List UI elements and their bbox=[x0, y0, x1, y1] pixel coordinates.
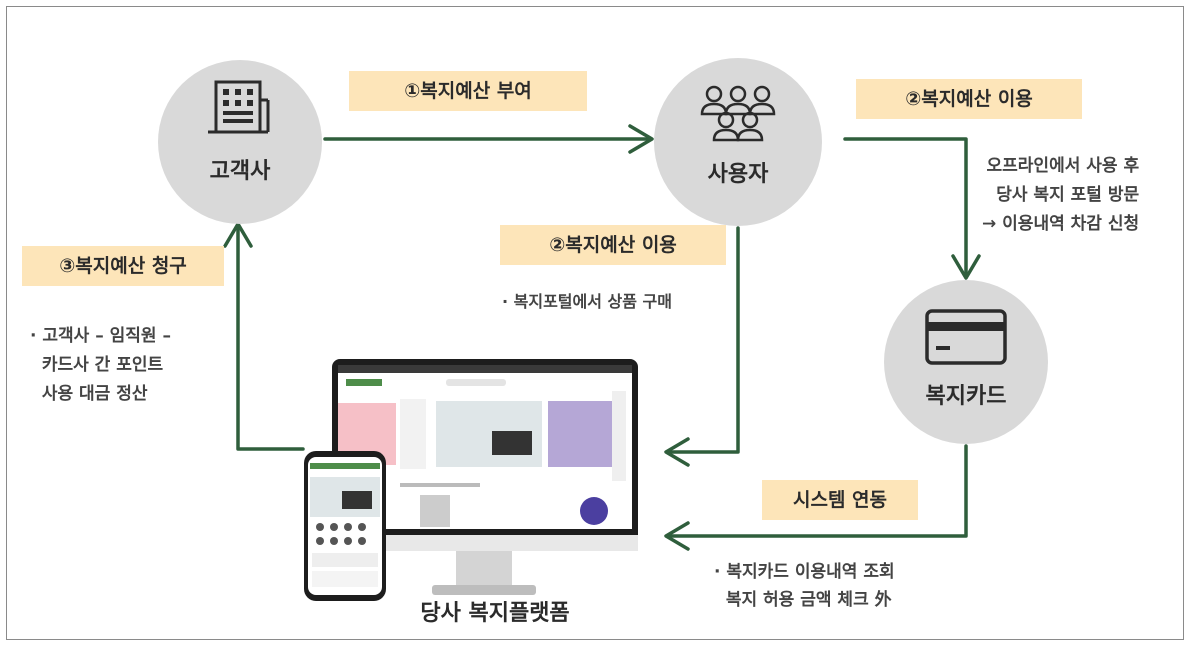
arrow-card-to-platform bbox=[666, 444, 968, 538]
arrow-user-to-card-head bbox=[951, 254, 981, 280]
arrow-user-to-platform-head bbox=[664, 437, 690, 467]
tag-sync: 시스템 연동 bbox=[762, 480, 918, 520]
user-node: 사용자 bbox=[654, 58, 822, 226]
tag-use-top: ②복지예산 이용 bbox=[856, 79, 1082, 119]
arrow-platform-to-client bbox=[236, 224, 305, 451]
client-label: 고객사 bbox=[209, 159, 271, 184]
arrow-user-to-platform bbox=[666, 226, 740, 454]
building-icon bbox=[208, 80, 270, 134]
arrow-client-to-user-head bbox=[628, 124, 654, 154]
arrow-platform-to-client-head bbox=[223, 222, 253, 248]
note-offline: 오프라인에서 사용 후 당사 복지 포털 방문 → 이용내역 차감 신청 bbox=[982, 156, 1140, 234]
diagram-frame bbox=[6, 6, 1184, 640]
card-node: 복지카드 bbox=[884, 280, 1048, 444]
platform-label: 당사 복지플랫폼 bbox=[420, 601, 570, 626]
client-node: 고객사 bbox=[158, 60, 322, 224]
note-sync-detail: · 복지카드 이용내역 조회 복지 허용 금액 체크 外 bbox=[714, 562, 895, 610]
tag-claim: ③복지예산 청구 bbox=[22, 246, 224, 286]
card-label: 복지카드 bbox=[925, 384, 1007, 409]
credit-card-icon bbox=[925, 309, 1007, 365]
note-portal: · 복지포털에서 상품 구매 bbox=[502, 292, 672, 311]
tag-grant: ①복지예산 부여 bbox=[349, 71, 587, 111]
arrow-card-to-platform-head bbox=[664, 521, 690, 551]
note-settle: · 고객사 – 임직원 – 카드사 간 포인트 사용 대금 정산 bbox=[30, 326, 171, 404]
arrow-user-to-card bbox=[843, 137, 968, 278]
devices-icon bbox=[304, 359, 638, 601]
users-icon bbox=[700, 85, 776, 142]
tag-use-mid: ②복지예산 이용 bbox=[500, 225, 726, 265]
user-label: 사용자 bbox=[707, 162, 769, 187]
